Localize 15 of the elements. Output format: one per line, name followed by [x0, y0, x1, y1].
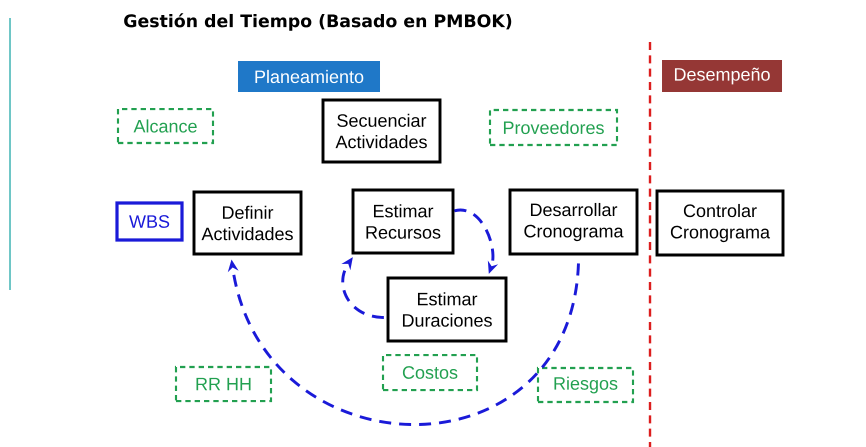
input-box: RR HH: [174, 366, 272, 402]
process-box: Controlar Cronograma: [656, 190, 784, 256]
wbs-box: WBS: [115, 201, 184, 242]
process-box: Estimar Recursos: [352, 188, 454, 254]
process-box: Secuenciar Actividades: [322, 98, 442, 164]
input-box: Riesgos: [536, 366, 634, 404]
input-box: Proveedores: [488, 108, 618, 146]
input-box: Costos: [382, 354, 478, 392]
process-box: Definir Actividades: [192, 190, 302, 256]
section-header: Desempeño: [662, 60, 782, 92]
section-header: Planeamiento: [238, 61, 380, 92]
title: Gestión del Tiempo (Basado en PMBOK): [124, 13, 512, 31]
process-box: Estimar Duraciones: [386, 276, 508, 342]
process-box: Desarrollar Cronograma: [508, 188, 638, 256]
input-box: Alcance: [116, 108, 214, 144]
